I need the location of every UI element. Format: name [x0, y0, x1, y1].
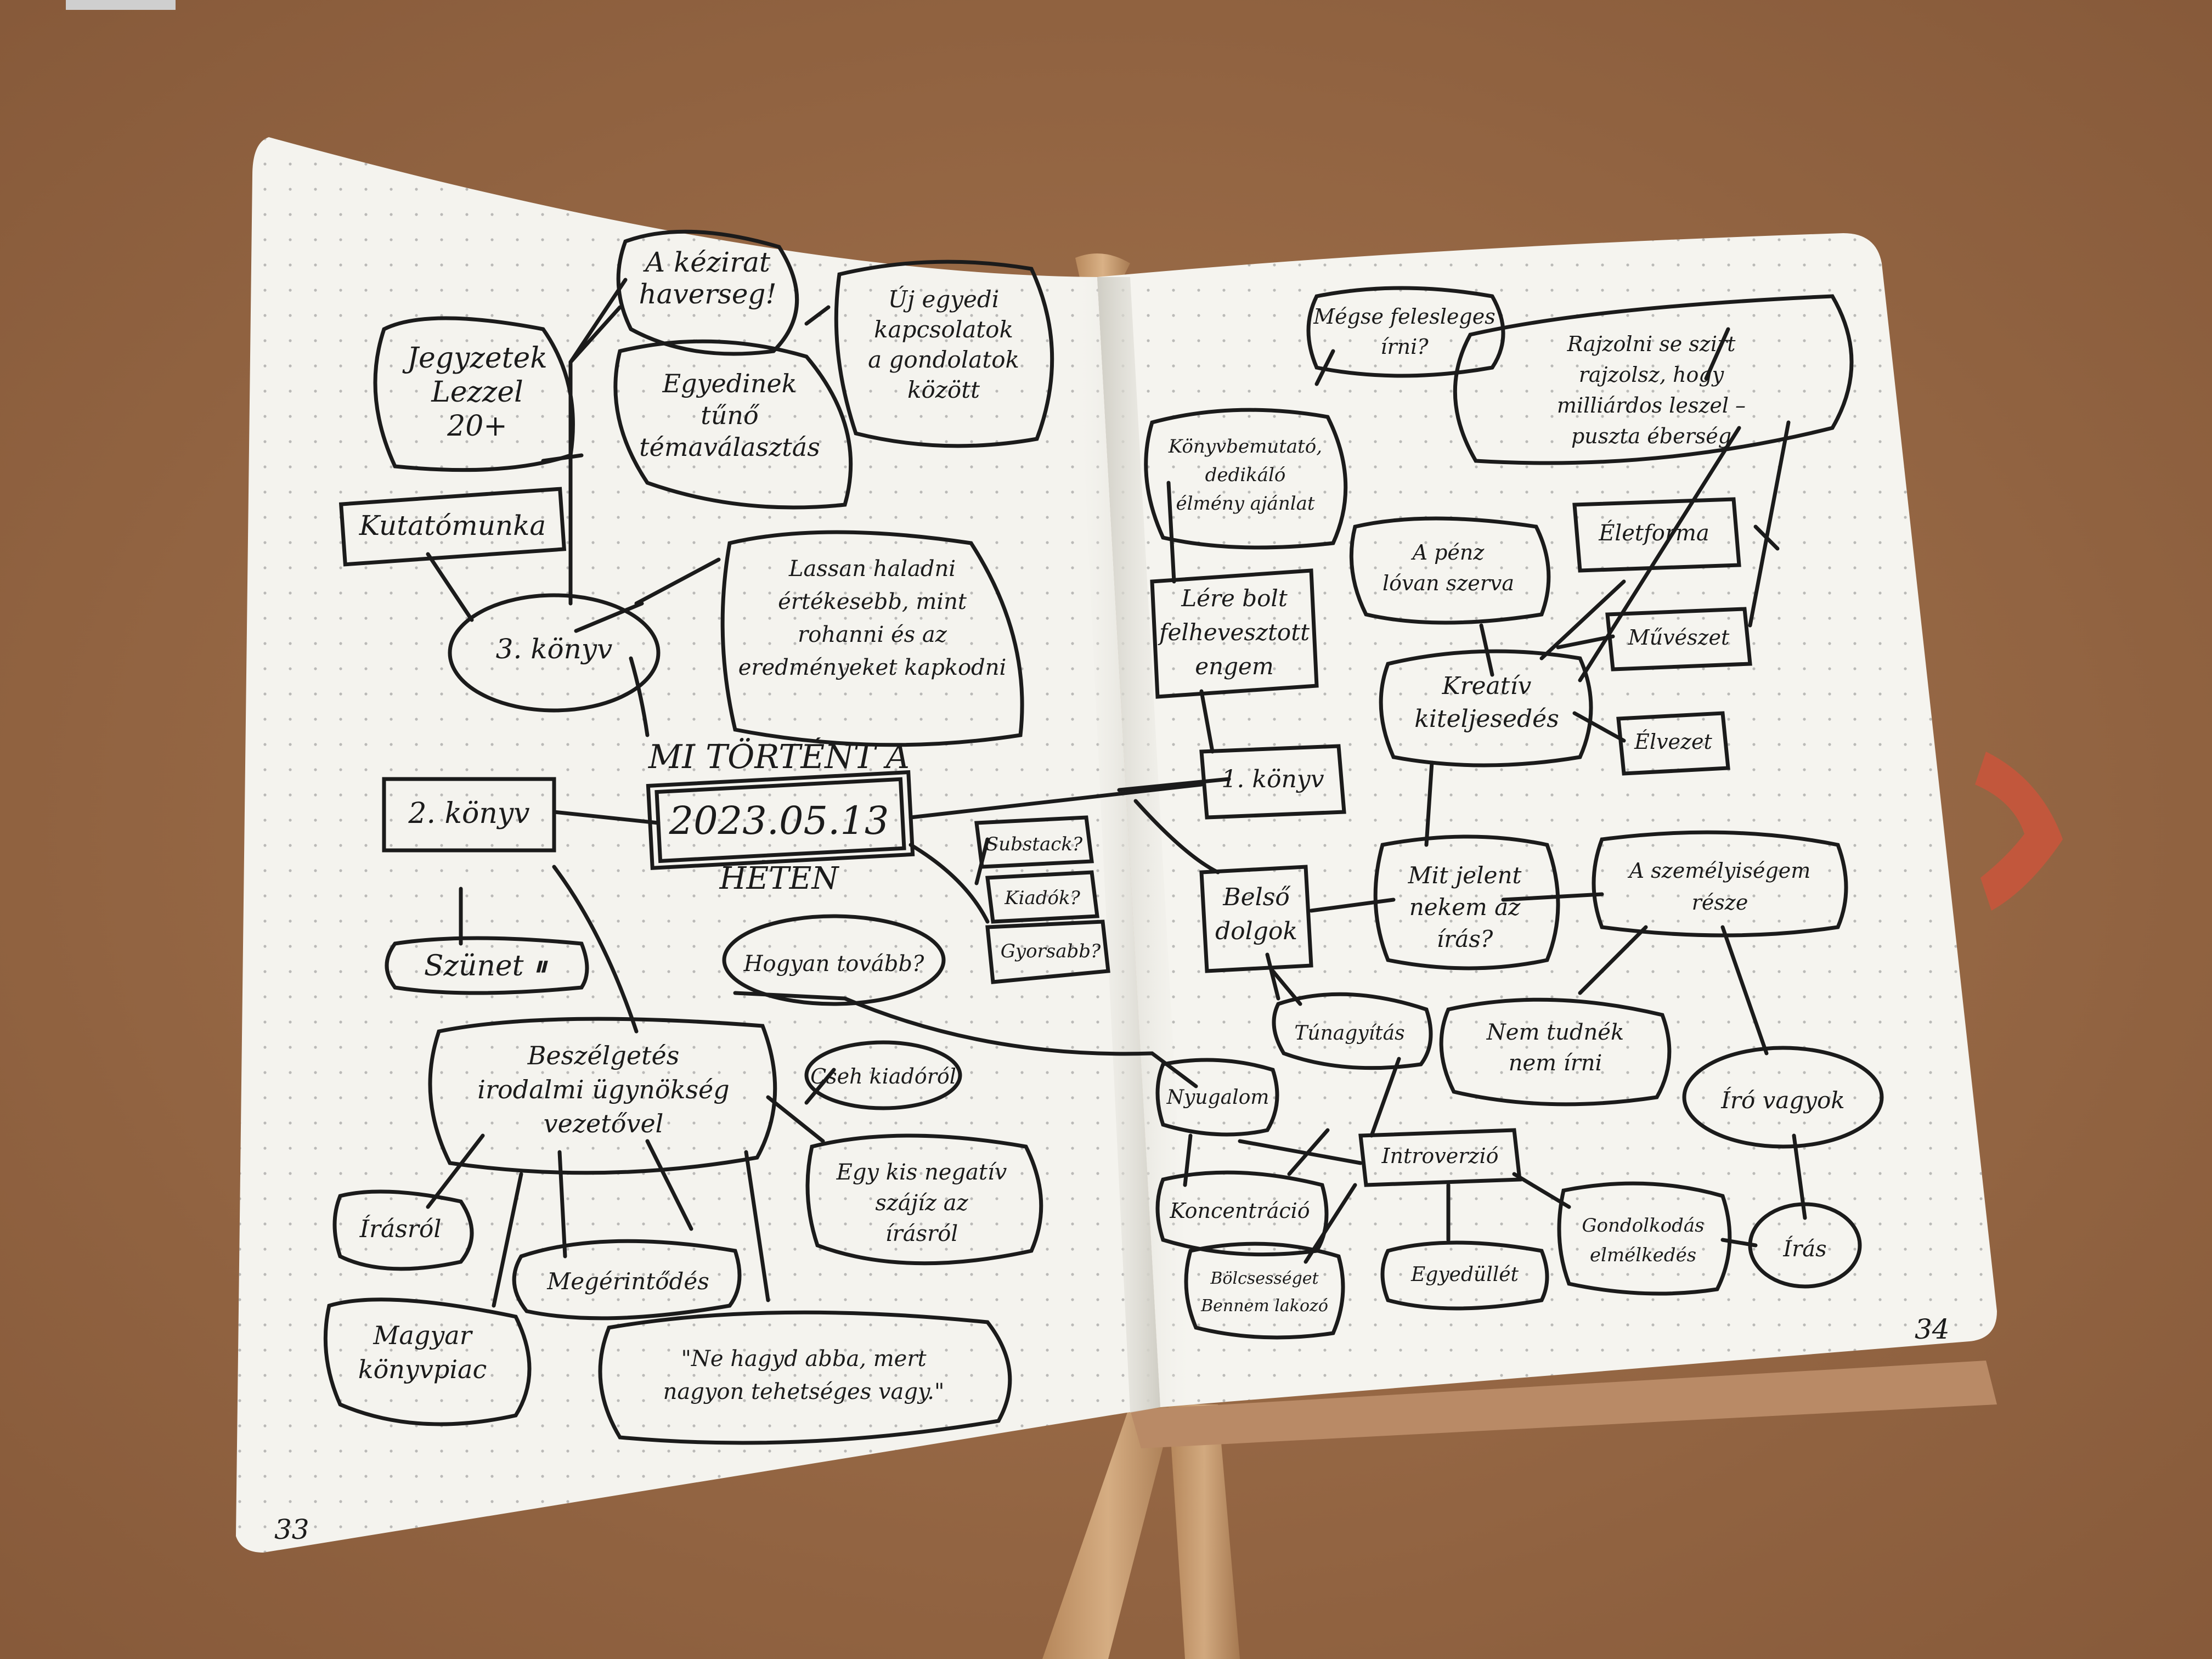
- node-label-konyvbemutato: élmény ajánlat: [1176, 493, 1314, 515]
- node-label-gondolkodas: elmélkedés: [1590, 1244, 1696, 1266]
- node-label-apenz: A pénz: [1411, 540, 1485, 565]
- node-label-lassan: eredményeket kapkodni: [738, 655, 1007, 680]
- node-label-substack: Substack?: [986, 833, 1083, 855]
- node-label-koncentrac: Koncentráció: [1169, 1199, 1310, 1223]
- node-label-szemelyiseg: része: [1692, 890, 1748, 915]
- node-label-rajzolni: rajzolsz, hogy: [1579, 363, 1724, 387]
- node-label-nem-tudnek: Nem tudnék: [1486, 1020, 1624, 1045]
- node-label-uj-egyedi: Új egyedi: [888, 285, 999, 313]
- node-label-kreativ: Kreatív: [1442, 672, 1532, 700]
- node-label-beszelgetes: vezetővel: [544, 1109, 664, 1138]
- node-label-beszelgetes: irodalmi ügynökség: [477, 1075, 729, 1104]
- node-label-lere-bolt: engem: [1195, 653, 1273, 680]
- node-label-uj-egyedi: között: [907, 376, 980, 403]
- node-label-elvezet: Élvezet: [1634, 730, 1712, 754]
- node-label-egyedinek: tűnő: [701, 400, 760, 430]
- node-label-jegyzetek: Lezzel: [431, 376, 523, 409]
- node-label-ne-hagyd: "Ne hagyd abba, mert: [681, 1346, 927, 1372]
- node-label-egy-kis: írásról: [885, 1221, 958, 1246]
- page-number-left: 33: [274, 1514, 309, 1545]
- node-label-uj-egyedi: a gondolatok: [868, 346, 1019, 373]
- page-number-right: 34: [1915, 1313, 1950, 1345]
- top-laptop-edge: [66, 0, 176, 10]
- node-label-gyorsabb: Gyorsabb?: [1001, 940, 1101, 962]
- node-label-bolcsesseg: Bennem lakozó: [1200, 1296, 1328, 1316]
- node-label-szunet: Szünet ⏸: [424, 950, 548, 983]
- node-label-megerintodes: Megérintődés: [546, 1268, 709, 1295]
- node-label-tunagysag: Túnagyítás: [1294, 1022, 1404, 1045]
- node-label-lere-bolt: Lére bolt: [1181, 585, 1288, 612]
- node-label-cseh: Cseh kiadóról: [810, 1064, 956, 1088]
- node-label-belso: dolgok: [1215, 917, 1297, 945]
- node-label-mit-jelent: nekem az: [1409, 894, 1521, 921]
- node-label-lere-bolt: felhevesztott: [1158, 619, 1310, 646]
- node-label-lassan: értékesebb, mint: [778, 589, 967, 614]
- node-label-egyedullet: Egyedüllét: [1410, 1263, 1519, 1286]
- node-label-egy-kis: szájíz az: [875, 1190, 968, 1216]
- node-label-iro-vagyok: Író vagyok: [1720, 1086, 1844, 1114]
- node-label-ne-hagyd: nagyon tehetséges vagy.": [663, 1379, 945, 1404]
- node-label-konyvbemutato: Könyvbemutató,: [1168, 436, 1322, 458]
- node-label-masodik-konyv: 2. könyv: [408, 797, 529, 830]
- node-label-rajzolni: puszta éberség: [1571, 424, 1731, 448]
- node-label-eletforma: Életforma: [1598, 520, 1709, 546]
- node-label-egyedinek: témaválasztás: [639, 432, 820, 462]
- node-label-konyvbemutato: dedikáló: [1205, 464, 1286, 486]
- center-line2: HÉTEN: [719, 860, 840, 896]
- node-label-beszelgetes: Beszélgetés: [527, 1041, 680, 1070]
- node-label-harmadik-konyv: 3. könyv: [496, 633, 613, 665]
- node-label-egy-kis: Egy kis negatív: [836, 1160, 1007, 1185]
- node-label-kreativ: kiteljesedés: [1414, 705, 1559, 733]
- node-label-mit-jelent: írás?: [1437, 926, 1493, 952]
- node-label-megse: írni?: [1380, 335, 1429, 359]
- node-label-magyar: könyvpiac: [358, 1355, 487, 1384]
- node-label-nyugalom: Nyugalom: [1166, 1086, 1269, 1109]
- node-label-iras: Írás: [1782, 1236, 1826, 1262]
- node-label-lassan: Lassan haladni: [788, 556, 956, 582]
- node-label-megse: Mégse felesleges: [1313, 304, 1495, 329]
- node-label-rajzolni: Rajzolni se szirt: [1567, 332, 1736, 356]
- node-label-belso: Belső: [1222, 883, 1291, 911]
- node-label-apenz: lóvan szerva: [1383, 571, 1514, 595]
- node-label-nem-tudnek: nem írni: [1509, 1051, 1602, 1076]
- node-label-gondolkodas: Gondolkodás: [1582, 1215, 1704, 1237]
- node-label-kiado: Kiadók?: [1004, 887, 1080, 909]
- node-label-jegyzetek: 20+: [447, 410, 507, 443]
- node-label-kutatomunka: Kutatómunka: [359, 510, 546, 541]
- node-label-uj-egyedi: kapcsolatok: [874, 316, 1013, 343]
- node-label-lassan: rohanni és az: [798, 622, 947, 647]
- node-label-hogyan: Hogyan tovább?: [743, 951, 924, 977]
- node-label-kezirat: haverseg!: [639, 278, 776, 310]
- center-date: 2023.05.13: [669, 798, 889, 843]
- node-label-bolcsesseg: Bölcsességet: [1210, 1269, 1319, 1288]
- node-label-irasrol: Írásról: [359, 1214, 442, 1243]
- node-label-magyar: Magyar: [373, 1321, 473, 1350]
- center-line1: MI TÖRTÉNT A: [648, 737, 910, 776]
- node-label-jegyzetek: Jegyzetek: [402, 342, 548, 375]
- node-label-rajzolni: milliárdos leszel –: [1557, 393, 1746, 417]
- node-label-szemelyiseg: A személyiségem: [1628, 859, 1811, 883]
- node-label-introverzio: Introverzió: [1381, 1144, 1499, 1168]
- node-label-egyedinek: Egyedinek: [662, 369, 797, 398]
- node-label-kezirat: A kézirat: [643, 246, 771, 278]
- node-label-muvesz: Művészet: [1628, 625, 1730, 650]
- node-label-elso-konyv: 1. könyv: [1221, 765, 1324, 793]
- node-label-mit-jelent: Mit jelent: [1408, 862, 1522, 889]
